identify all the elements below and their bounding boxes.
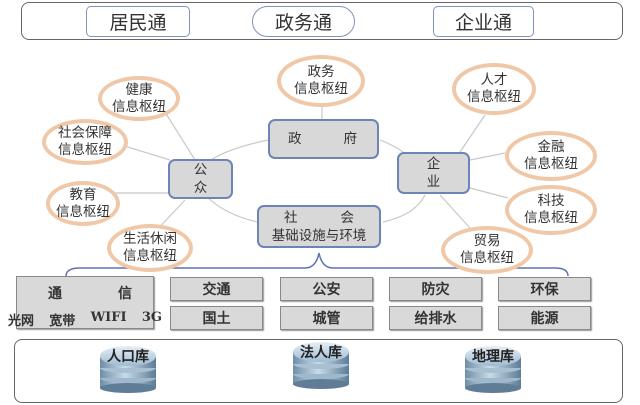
portal-enterprise-label: 企业通 [454,12,512,34]
infra-energy-label: 能源 [530,311,559,327]
spoke-health [164,111,196,161]
infra-urban-mgmt[interactable]: 城管 [280,306,373,330]
infra-police-label: 公安 [312,282,341,298]
hub-finance[interactable]: 金融信息枢纽 [505,131,597,181]
infra-land[interactable]: 国土 [170,306,263,330]
spoke-trade [439,194,471,229]
db-population[interactable]: 人口库 [98,344,158,398]
communication-block[interactable] [16,276,154,329]
node-enterprise-line2: 业 [426,174,441,190]
hub-education[interactable]: 教育信息枢纽 [46,181,120,226]
hub-education-title: 教育 [69,186,97,203]
hub-social-security-title: 社会保障 [58,125,112,141]
spoke-finance [469,152,506,161]
hub-leisure[interactable]: 生活休闲信息枢纽 [107,224,193,272]
db-population-label: 人口库 [107,349,149,365]
hub-education-sub: 信息枢纽 [56,203,110,220]
ring-public-society [204,194,259,223]
infra-transport[interactable]: 交通 [170,277,263,301]
database-bar [14,339,623,403]
infra-environment[interactable]: 环保 [498,277,591,301]
portal-residents[interactable]: 居民通 [86,6,190,37]
database-icon [100,346,156,393]
hub-technology[interactable]: 科技信息枢纽 [505,185,597,235]
portal-residents-label: 居民通 [109,12,167,34]
portal-bar [21,2,623,40]
db-legal-entity[interactable]: 法人库 [291,340,351,394]
hub-technology-title: 科技 [537,193,565,209]
hub-talent[interactable]: 人才信息枢纽 [452,63,536,115]
hub-social-security[interactable]: 社会保障信息枢纽 [42,119,128,165]
node-society[interactable]: 社会 基础设施与环境 [257,205,381,248]
hub-talent-title: 人才 [480,72,508,88]
infra-environment-label: 环保 [530,282,559,298]
hub-social-security-sub: 信息枢纽 [58,142,112,158]
brace [65,252,569,277]
node-society-title-b: 会 [340,209,355,226]
node-government[interactable]: 政府 [268,119,379,159]
node-public-line2: 众 [193,180,208,196]
node-public[interactable]: 公众 [168,159,233,199]
infra-land-label: 国土 [202,311,231,327]
hub-health-sub: 信息枢纽 [112,98,166,115]
communication-title-b: 信 [118,286,132,302]
spoke-talent [459,114,486,153]
db-legal-entity-label: 法人库 [300,345,342,361]
hub-government-affairs-title: 政务 [307,64,335,80]
hub-trade[interactable]: 贸易信息枢纽 [441,226,533,274]
infra-transport-label: 交通 [202,282,231,298]
hub-trade-title: 贸易 [473,233,501,249]
infra-water[interactable]: 给排水 [389,306,482,330]
hub-finance-title: 金融 [537,139,565,155]
portal-government-label: 政务通 [274,12,332,34]
database-icon [465,346,521,393]
db-geography-label: 地理库 [472,349,514,365]
hub-trade-sub: 信息枢纽 [460,250,514,266]
infra-water-label: 给排水 [414,311,457,327]
node-enterprise-line1: 企 [426,156,441,172]
hub-health-title: 健康 [125,81,153,98]
hub-finance-sub: 信息枢纽 [524,156,578,172]
node-government-left: 政 [288,131,302,147]
communication-title: 通信 [48,283,132,303]
hub-leisure-sub: 信息枢纽 [123,248,177,264]
infra-energy[interactable]: 能源 [498,306,591,330]
comm-item-wifi: WIFI [90,310,127,325]
spoke-tech [469,187,509,199]
hub-technology-sub: 信息枢纽 [524,210,578,226]
node-public-line1: 公 [193,162,208,178]
node-enterprise[interactable]: 企业 [397,152,470,194]
infra-police[interactable]: 公安 [280,277,373,301]
infra-urban-mgmt-label: 城管 [312,311,341,327]
node-society-title-a: 社 [284,209,298,226]
node-government-right: 府 [343,131,358,147]
hub-government-affairs[interactable]: 政务信息枢纽 [277,55,365,107]
hub-government-affairs-sub: 信息枢纽 [294,81,348,97]
portal-enterprise[interactable]: 企业通 [433,6,534,37]
comm-item-fiber: 光网 [8,314,35,329]
communication-items: 光网 宽带 WIFI 3G [8,310,162,329]
infra-disaster-label: 防灾 [421,282,450,298]
portal-government[interactable]: 政务通 [252,6,355,37]
node-society-sub: 基础设施与环境 [271,227,367,244]
node-society-title: 社会 [284,209,354,227]
db-geography[interactable]: 地理库 [463,344,523,398]
ring-enterprise-society [382,194,426,223]
comm-item-3g: 3G [141,310,162,325]
comm-item-broadband: 宽带 [49,314,76,329]
hub-talent-sub: 信息枢纽 [467,89,521,105]
communication-title-a: 通 [48,286,62,302]
hub-leisure-title: 生活休闲 [123,231,177,247]
infra-disaster[interactable]: 防灾 [389,277,482,301]
hub-health[interactable]: 健康信息枢纽 [98,76,180,121]
database-icon [293,342,349,389]
